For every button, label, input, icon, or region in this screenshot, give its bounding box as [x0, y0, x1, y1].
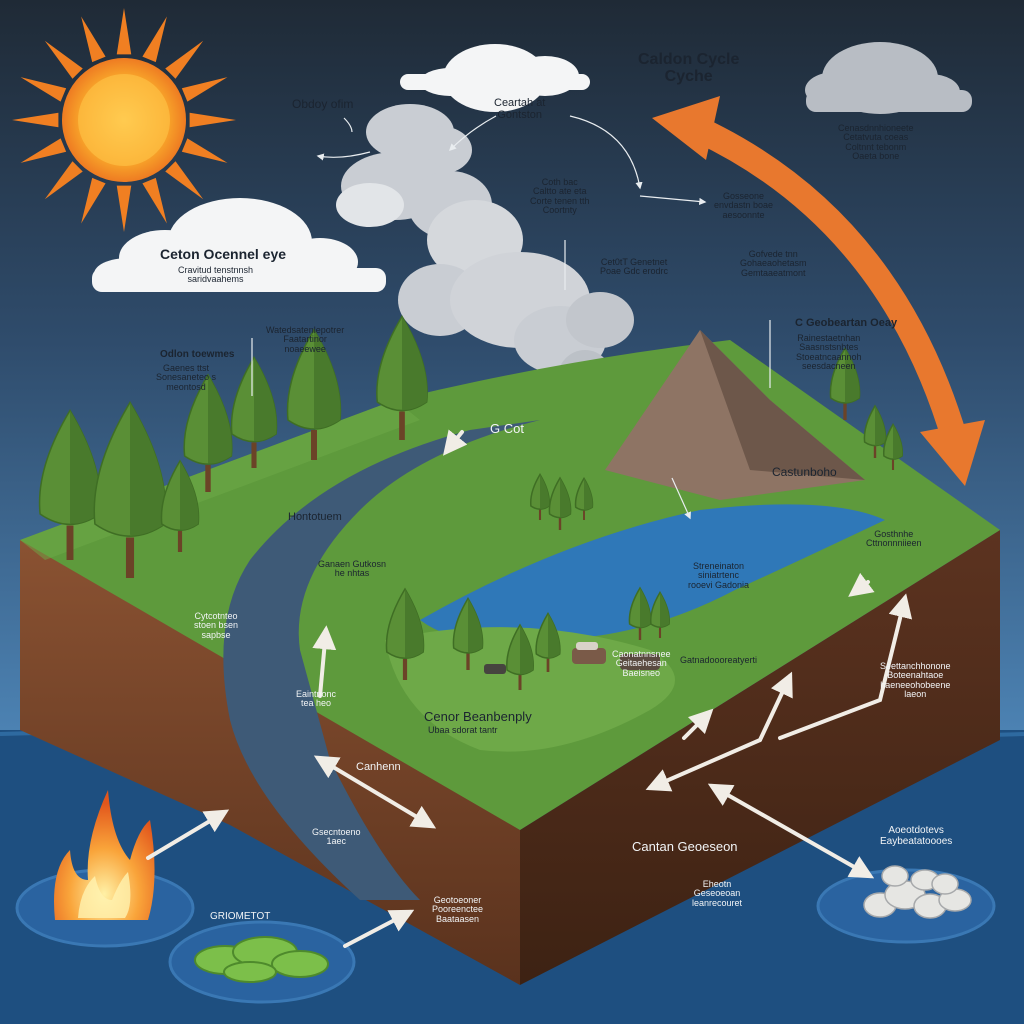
- sun-ray: [181, 77, 228, 102]
- atmosphere-exchange-arrow: [687, 117, 968, 453]
- fire-icon: [54, 790, 155, 920]
- tree-icon: [649, 591, 671, 638]
- tree-icon: [160, 459, 200, 552]
- sun-ray: [116, 185, 132, 232]
- tree-icon: [286, 328, 342, 460]
- tree-icon: [452, 597, 484, 670]
- tree-icon: [376, 315, 428, 440]
- tree-icon: [535, 612, 561, 672]
- tree-icon: [385, 587, 425, 680]
- tree-icon: [882, 423, 904, 470]
- process-arrows: [146, 429, 913, 948]
- sun-ray: [165, 40, 204, 79]
- cross-section-right-wall: [520, 530, 1000, 985]
- tree-icon: [183, 373, 233, 492]
- tree-icon: [628, 586, 652, 640]
- sun-ray: [81, 177, 106, 224]
- sun-ray: [116, 8, 132, 55]
- tree-icon: [574, 476, 594, 520]
- sun-ray: [20, 138, 67, 163]
- vehicles: [484, 642, 660, 674]
- sun-ray: [44, 161, 83, 200]
- sun-ray: [142, 177, 167, 224]
- tree-icon: [230, 356, 278, 468]
- sun-ray: [189, 112, 236, 128]
- sun-ray: [142, 16, 167, 63]
- sun-ray: [165, 161, 204, 200]
- tree-icon: [829, 347, 861, 420]
- tree-icon: [93, 401, 167, 578]
- smoke-plume: [336, 104, 634, 464]
- sun-ray: [181, 138, 228, 163]
- tree-icon: [548, 476, 572, 530]
- forest: [38, 315, 904, 690]
- cloud-top-center: [400, 44, 590, 112]
- rock-pile: [863, 865, 972, 919]
- sun-ray: [12, 112, 59, 128]
- tree-icon: [38, 409, 102, 560]
- river: [223, 420, 541, 900]
- sun-ray: [44, 40, 83, 79]
- algae-patch: [194, 936, 329, 983]
- cloud-top-right: [805, 42, 972, 114]
- sun-ray: [81, 16, 106, 63]
- callout-lines: [251, 115, 771, 520]
- cloud-left: [92, 198, 386, 292]
- tree-icon: [529, 473, 551, 520]
- tree-icon: [863, 404, 887, 458]
- lake: [420, 504, 885, 643]
- sun-icon: [12, 8, 236, 232]
- tree-icon: [506, 623, 534, 690]
- sun-ray: [20, 77, 67, 102]
